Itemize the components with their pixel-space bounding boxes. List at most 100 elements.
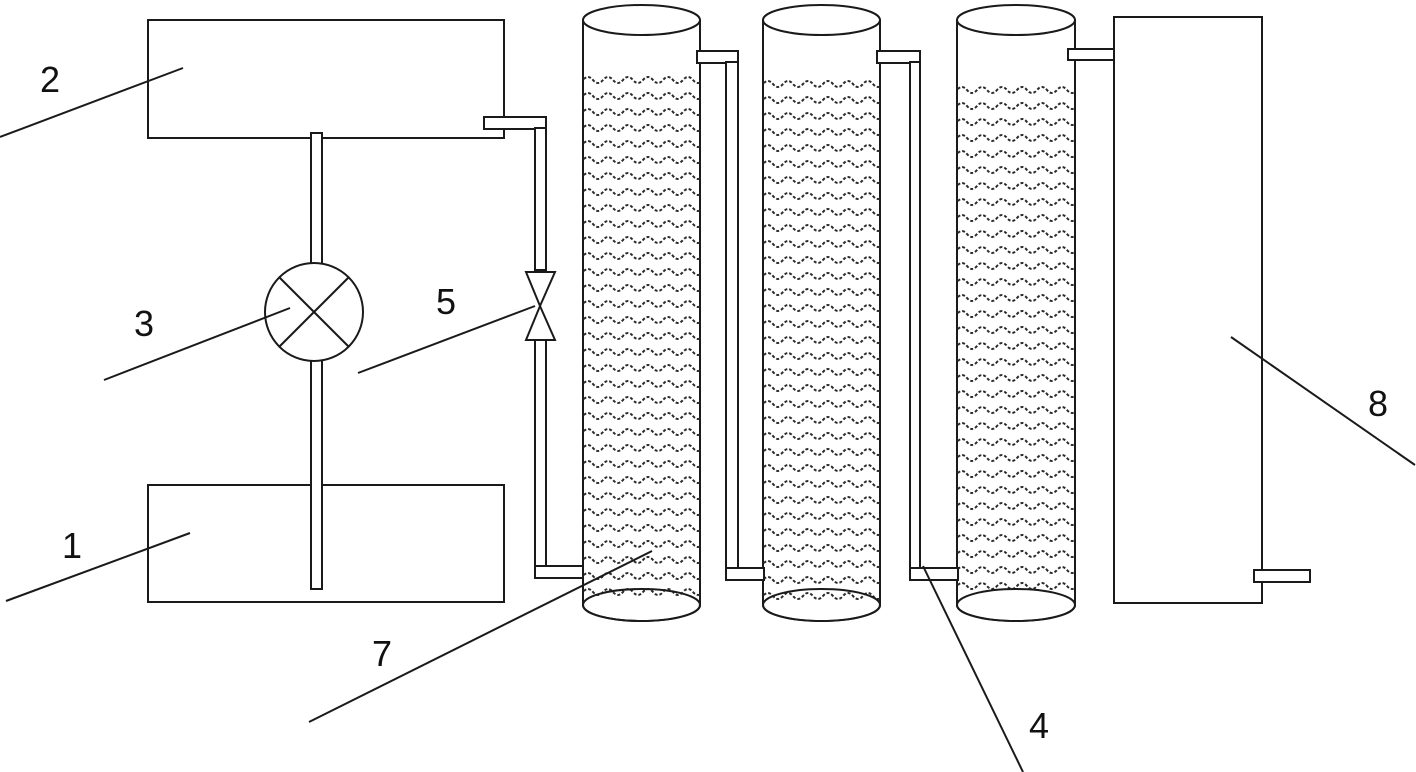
leader-3 [103,307,291,381]
packing-wave-line [583,108,700,116]
bowtie-valve-icon [524,271,557,309]
pipe-pump-to-tank1 [310,355,323,590]
packing-wave-line [957,390,1075,398]
packing-wave-line [583,508,700,516]
packing-wave-line [583,188,700,196]
packing-wave-line [583,412,700,420]
packing-wave-line [957,454,1075,462]
packing-wave-line [763,480,880,488]
leader-2 [0,67,184,138]
packing-wave-line [957,278,1075,286]
packing-wave-line [763,416,880,424]
column-1 [582,4,701,622]
pipe-column1-inlet [534,565,586,579]
packing-wave-line [763,80,880,88]
packing-wave-line [957,150,1075,158]
packing-wave-line [583,460,700,468]
packing-wave-line [957,214,1075,222]
packing-wave-line [763,144,880,152]
pump-3 [264,262,364,362]
leader-4 [922,565,1024,772]
packing-wave-line [957,134,1075,142]
packing-wave-line [583,252,700,260]
label-1: 1 [62,525,82,566]
packing-wave-line [957,166,1075,174]
packing-wave-line [583,284,700,292]
packing-wave-line [583,220,700,228]
packing-wave-line [583,492,700,500]
packing-wave-line [583,172,700,180]
pipe-col1-top-outlet [696,50,739,64]
packing-wave-line [957,310,1075,318]
packing-wave-line [763,576,880,584]
packing-wave-line [763,432,880,440]
pipe-down-to-valve [534,127,547,271]
filler-media-column-3 [957,86,1075,590]
packing-wave-line [763,224,880,232]
pipe-tank2-to-pump [310,132,323,270]
tank-8 [1113,16,1263,604]
packing-wave-line [957,438,1075,446]
packing-wave-line [957,502,1075,510]
packing-wave-line [583,236,700,244]
packing-wave-line [763,320,880,328]
packing-wave-line [957,550,1075,558]
packing-wave-line [763,96,880,104]
column-2 [762,4,881,622]
packing-wave-line [583,76,700,84]
tank-1 [147,484,505,603]
packing-wave-line [763,336,880,344]
pipe-col3-inlet [909,567,959,581]
packing-wave-line [957,406,1075,414]
packing-wave-line [957,486,1075,494]
packing-wave-line [583,124,700,132]
packing-wave-line [957,182,1075,190]
packing-wave-line [583,588,700,596]
packing-wave-line [583,92,700,100]
filler-media-column-1 [583,76,700,596]
packing-wave-line [957,566,1075,574]
packing-wave-line [583,428,700,436]
packing-wave-line [583,396,700,404]
packing-wave-line [763,304,880,312]
packing-wave-line [763,272,880,280]
packing-wave-line [583,444,700,452]
packing-wave-line [763,160,880,168]
pipe-col2-inlet [725,567,765,581]
packing-wave-line [583,268,700,276]
packing-wave-line [583,332,700,340]
packing-wave-line [957,534,1075,542]
label-5: 5 [436,281,456,322]
packing-wave-line [763,464,880,472]
packing-wave-line [957,294,1075,302]
packing-wave-line [763,400,880,408]
label-7: 7 [372,633,392,674]
packing-wave-line [583,348,700,356]
packing-wave-line [763,592,880,600]
leader-1 [5,532,191,602]
packing-wave-line [763,352,880,360]
packing-wave-line [957,198,1075,206]
packing-wave-line [763,112,880,120]
packing-wave-line [763,384,880,392]
label-4: 4 [1029,705,1049,746]
packing-wave-line [763,208,880,216]
packing-wave-line [583,300,700,308]
valve-5 [524,271,557,341]
pipe-tank2-outlet [483,116,547,130]
packing-wave-line [957,246,1075,254]
leader-8 [1230,336,1416,466]
packing-wave-line [957,118,1075,126]
pipe-col1-to-col2 [725,61,739,573]
packing-wave-line [583,476,700,484]
packing-wave-line [957,262,1075,270]
packing-wave-line [957,102,1075,110]
pipe-col2-top-outlet [876,50,921,64]
packing-wave-line [763,448,880,456]
packing-wave-line [583,140,700,148]
packing-wave-line [957,230,1075,238]
packing-wave-line [763,528,880,536]
label-8: 8 [1368,383,1388,424]
pipe-tank8-outlet [1253,569,1311,583]
